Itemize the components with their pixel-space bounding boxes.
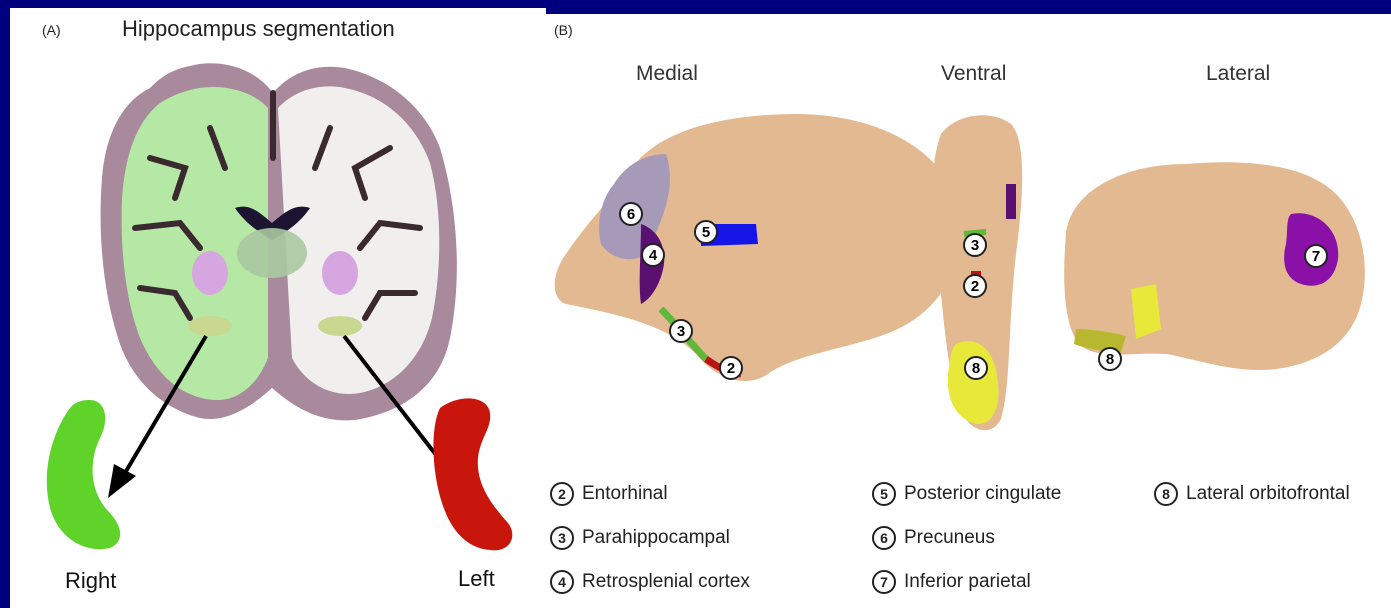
marker-medial-4: 4: [642, 244, 664, 266]
ventral-surface: [932, 115, 1022, 430]
legend-label: Retrosplenial cortex: [582, 571, 750, 593]
marker-ventral-8: 8: [965, 357, 987, 379]
legend-num: 8: [1154, 482, 1178, 506]
legend-label: Posterior cingulate: [904, 483, 1061, 505]
left-hippocampus-3d: [433, 398, 512, 550]
svg-text:6: 6: [627, 206, 635, 223]
cortical-surfaces: 6 5 4 3 2 3 2 8 7 8: [546, 14, 1391, 608]
right-label: Right: [65, 568, 116, 594]
marker-lateral-7: 7: [1305, 245, 1327, 267]
legend-num: 5: [872, 482, 896, 506]
legend-label: Lateral orbitofrontal: [1186, 483, 1350, 505]
right-hippocampus-3d: [47, 400, 120, 549]
coronal-slice-illustration: [10, 8, 546, 608]
svg-text:3: 3: [677, 323, 685, 340]
svg-text:8: 8: [972, 360, 980, 377]
svg-text:7: 7: [1312, 248, 1320, 265]
legend-label: Entorhinal: [582, 483, 668, 505]
medial-surface: [555, 114, 960, 381]
slice-hippocampus-left: [318, 316, 362, 336]
legend-label: Parahippocampal: [582, 527, 730, 549]
legend-item-posterior-cingulate: 5 Posterior cingulate: [872, 482, 1061, 506]
marker-lateral-8: 8: [1099, 348, 1121, 370]
panel-a: (A) Hippocampus segmentation: [10, 8, 546, 608]
legend-num: 2: [550, 482, 574, 506]
legend-label: Inferior parietal: [904, 571, 1031, 593]
legend-item-precuneus: 6 Precuneus: [872, 526, 995, 550]
marker-medial-6: 6: [620, 203, 642, 225]
svg-text:5: 5: [702, 224, 710, 241]
legend-item-lateral-orbitofrontal: 8 Lateral orbitofrontal: [1154, 482, 1350, 506]
legend-item-parahippocampal: 3 Parahippocampal: [550, 526, 730, 550]
left-label: Left: [458, 566, 495, 592]
svg-text:4: 4: [649, 247, 658, 264]
marker-ventral-2: 2: [964, 275, 986, 297]
legend-num: 3: [550, 526, 574, 550]
legend-num: 4: [550, 570, 574, 594]
marker-medial-2: 2: [720, 357, 742, 379]
marker-ventral-3: 3: [964, 234, 986, 256]
legend-num: 7: [872, 570, 896, 594]
legend-num: 6: [872, 526, 896, 550]
svg-text:8: 8: [1106, 351, 1114, 368]
legend-item-inferior-parietal: 7 Inferior parietal: [872, 570, 1031, 594]
svg-text:2: 2: [727, 360, 735, 377]
legend-item-entorhinal: 2 Entorhinal: [550, 482, 668, 506]
svg-text:2: 2: [971, 278, 979, 295]
svg-text:3: 3: [971, 237, 979, 254]
panel-b: (B) Medial Ventral Lateral 6 5 4 3 2: [546, 14, 1391, 608]
legend-label: Precuneus: [904, 527, 995, 549]
slice-hippocampus-right: [188, 316, 232, 336]
legend-item-retrosplenial: 4 Retrosplenial cortex: [550, 570, 750, 594]
marker-medial-5: 5: [695, 221, 717, 243]
marker-medial-3: 3: [670, 320, 692, 342]
